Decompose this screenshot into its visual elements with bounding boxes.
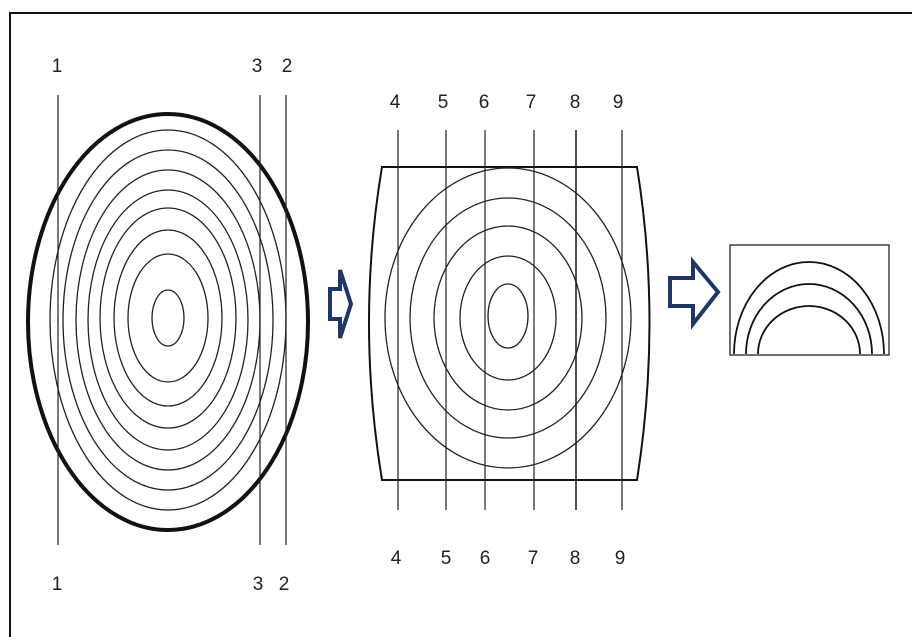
board-growth-ring: [757, 305, 861, 355]
log-bottom-label: 1: [52, 574, 63, 595]
cant-bottom-label: 9: [615, 548, 626, 569]
diagram-frame: [9, 12, 912, 637]
cant-bottom-label: 8: [570, 548, 581, 569]
cant-growth-ring: [409, 197, 607, 439]
cant-bottom-label: 7: [528, 548, 539, 569]
hollow-right-arrow-icon: [328, 269, 354, 339]
log-growth-ring: [87, 189, 249, 451]
cant-bottom-label: 6: [480, 548, 491, 569]
log-growth-ring: [99, 207, 237, 429]
cant-cross-section: 4 5 6 7 8 9 4 5 6 7 8 9: [368, 92, 651, 569]
cant-top-label: 7: [526, 92, 537, 113]
log-growth-ring: [49, 129, 287, 511]
log-growth-ring: [75, 169, 261, 471]
log-pith: [151, 289, 185, 347]
cant-bottom-label: 5: [441, 548, 452, 569]
cant-growth-ring: [459, 255, 557, 381]
log-growth-ring: [62, 149, 274, 491]
cant-bottom-label: 4: [391, 548, 402, 569]
cant-top-label: 6: [479, 92, 490, 113]
cant-growth-ring: [384, 167, 632, 469]
log-cross-section: 1 3 2 1 3 2: [26, 56, 310, 595]
log-top-label: 2: [282, 56, 293, 77]
log-growth-ring: [127, 253, 209, 383]
log-bark-outline: [26, 112, 310, 532]
log-top-label: 3: [252, 56, 263, 77]
cant-top-label: 4: [390, 92, 401, 113]
log-top-label: 1: [52, 56, 63, 77]
cant-top-label: 9: [613, 92, 624, 113]
board-cross-section: [729, 244, 890, 356]
board-growth-ring: [745, 283, 873, 355]
hollow-right-arrow-icon: [668, 256, 721, 330]
board-growth-ring: [733, 261, 885, 355]
cant-growth-ring: [433, 225, 583, 411]
board-outline: [729, 244, 890, 356]
cant-top-label: 8: [570, 92, 581, 113]
cant-top-label: 5: [438, 92, 449, 113]
cant-outline: [368, 166, 651, 481]
log-bottom-label: 3: [253, 574, 264, 595]
log-growth-ring: [113, 229, 223, 407]
cant-pith: [487, 283, 529, 349]
log-bottom-label: 2: [279, 574, 290, 595]
